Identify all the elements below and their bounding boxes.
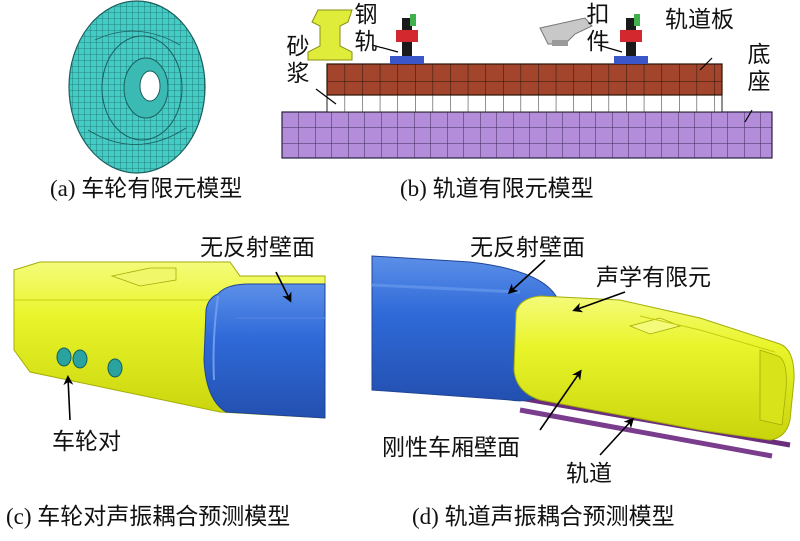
label-nonreflective-wall-c: 无反射壁面 <box>200 235 315 261</box>
caption-d: (d) 轨道声振耦合预测模型 <box>412 504 675 529</box>
label-acoustic-fe: 声学有限元 <box>596 265 711 291</box>
caption-a: (a) 车轮有限元模型 <box>50 176 243 201</box>
wheel-mesh-model <box>68 0 206 174</box>
label-track-slab: 轨道板 <box>665 7 734 33</box>
label-rail: 钢轨 <box>354 2 378 55</box>
label-rigid-wall: 刚性车厢壁面 <box>382 435 520 461</box>
label-base: 底座 <box>747 42 771 95</box>
track-mesh-model <box>281 9 773 159</box>
caption-c: (c) 车轮对声振耦合预测模型 <box>6 504 291 529</box>
wheelset-coupling-model <box>13 261 326 421</box>
caption-b: (b) 轨道有限元模型 <box>400 176 594 201</box>
label-fastener: 扣件 <box>586 2 610 55</box>
track-coupling-model <box>371 255 795 459</box>
label-mortar: 砂浆 <box>286 34 310 87</box>
label-nonreflective-wall-d: 无反射壁面 <box>470 235 585 261</box>
label-track: 轨道 <box>566 461 612 487</box>
label-wheelset: 车轮对 <box>52 429 121 455</box>
